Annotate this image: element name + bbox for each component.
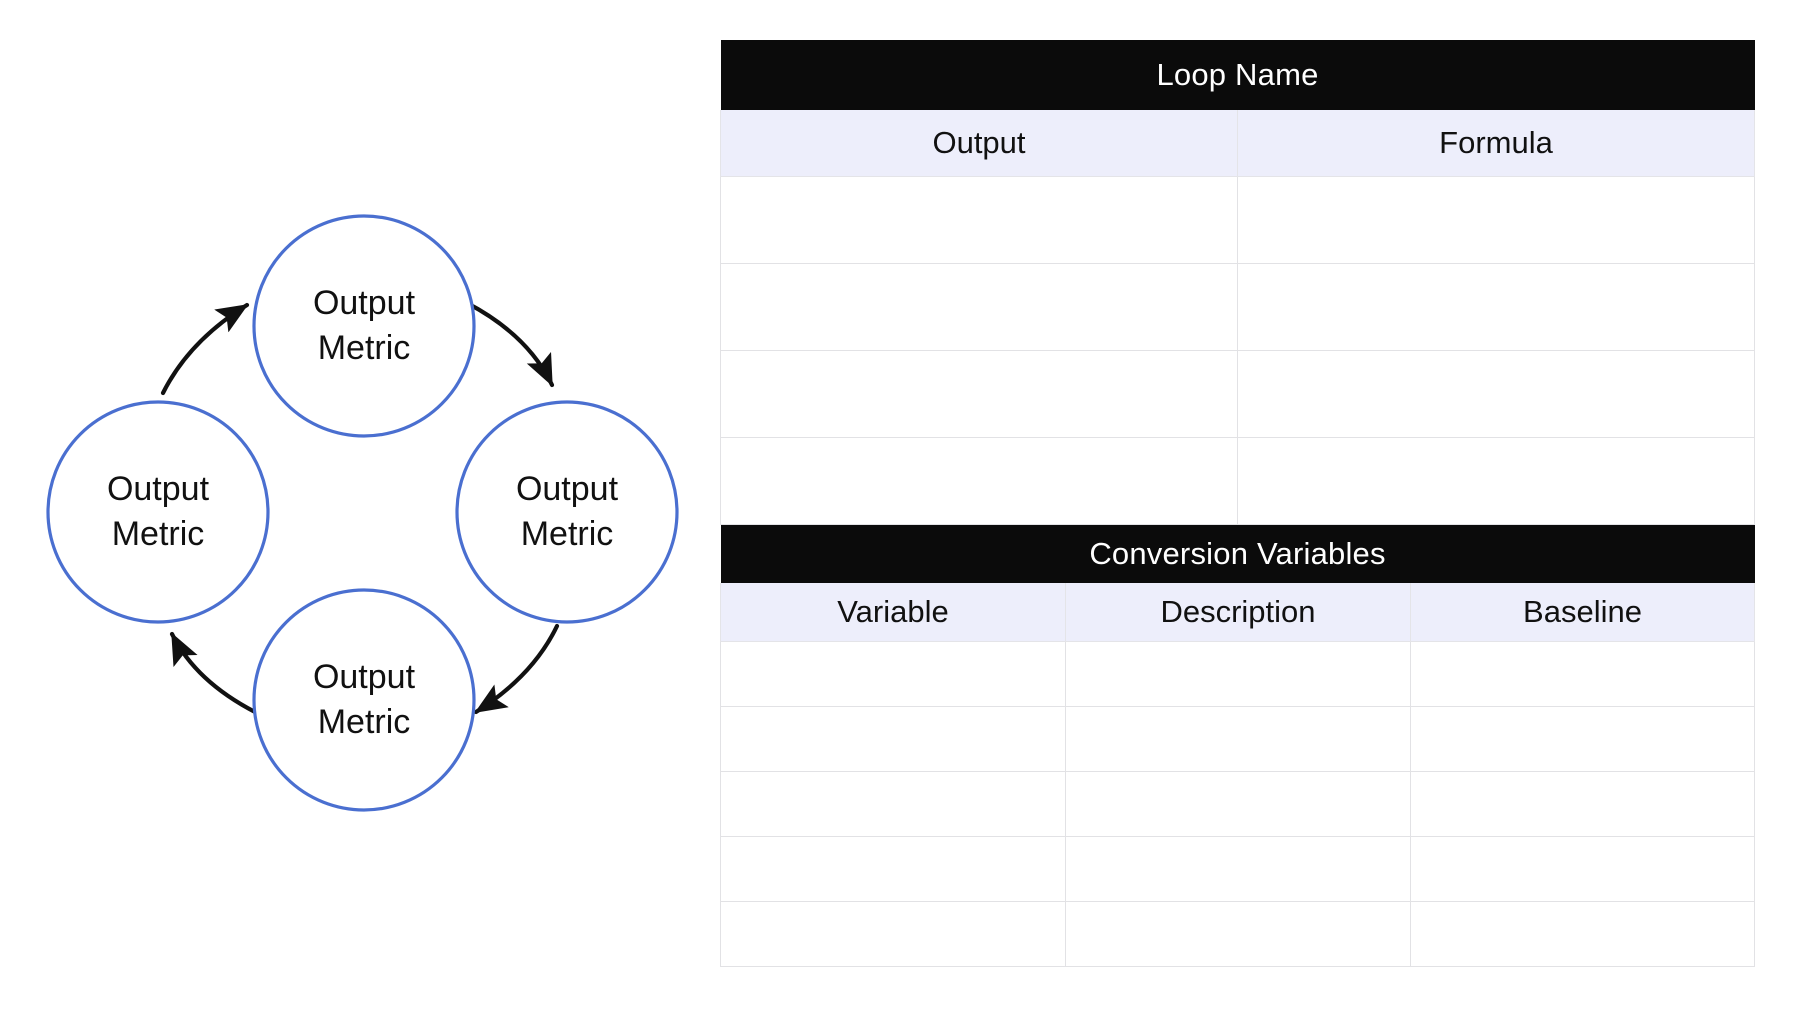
conversion-variables-cell-variable[interactable] [720,706,1066,772]
loop-name-column-output[interactable]: Output [720,110,1238,177]
loop-node-left-circle [46,400,270,624]
table-row[interactable] [720,706,1756,772]
conversion-variables-cell-description[interactable] [1065,901,1411,967]
conversion-variables-column-baseline[interactable]: Baseline [1409,583,1756,642]
loop-name-cell-formula[interactable] [1236,350,1756,438]
loop-name-cell-output[interactable] [720,437,1238,525]
conversion-variables-cell-baseline[interactable] [1409,641,1756,707]
loop-node-right-circle [455,400,679,624]
conversion-variables-cell-baseline[interactable] [1409,836,1756,902]
loop-name-header-row: Output Formula [720,110,1756,177]
conversion-variables-header-row: Variable Description Baseline [720,583,1756,642]
loop-node-top-circle [252,214,476,438]
table-row[interactable] [720,901,1756,967]
conversion-variables-cell-description[interactable] [1065,771,1411,837]
output-metric-loop-diagram: Output Metric Output Metric Output Metri… [0,0,700,1012]
arrow-left-to-top [160,302,250,396]
tables-panel: Loop Name Output Formula [720,0,1756,1012]
loop-node-top-label-line1: Output [313,284,416,322]
loop-name-cell-output[interactable] [720,176,1238,264]
conversion-variables-cell-description[interactable] [1065,641,1411,707]
loop-node-bottom-label-line2: Metric [318,703,411,741]
arrow-top-to-right [464,300,555,388]
conversion-variables-title: Conversion Variables [720,525,1755,583]
loop-name-cell-output[interactable] [720,263,1238,351]
loop-node-bottom-label-line1: Output [313,658,416,696]
conversion-variables-cell-baseline[interactable] [1409,771,1756,837]
loop-name-body [720,176,1756,525]
loop-name-table: Loop Name Output Formula [720,40,1756,525]
conversion-variables-cell-baseline[interactable] [1409,901,1756,967]
loop-name-cell-formula[interactable] [1236,437,1756,525]
conversion-variables-cell-variable[interactable] [720,836,1066,902]
table-row[interactable] [720,771,1756,837]
loop-name-cell-formula[interactable] [1236,176,1756,264]
conversion-variables-cell-variable[interactable] [720,771,1066,837]
loop-node-right[interactable]: Output Metric [455,400,679,624]
conversion-variables-cell-description[interactable] [1065,706,1411,772]
conversion-variables-title-row: Conversion Variables [720,525,1755,583]
conversion-variables-cell-baseline[interactable] [1409,706,1756,772]
loop-node-right-label-line2: Metric [521,515,614,553]
loop-node-top-label-line2: Metric [318,329,411,367]
loop-node-top[interactable]: Output Metric [252,214,476,438]
conversion-variables-cell-description[interactable] [1065,836,1411,902]
arrow-right-to-bottom [473,623,560,715]
conversion-variables-table: Conversion Variables Variable Descriptio… [720,525,1756,967]
conversion-variables-column-description[interactable]: Description [1065,583,1411,642]
table-row[interactable] [720,350,1756,438]
conversion-variables-cell-variable[interactable] [720,901,1066,967]
table-row[interactable] [720,641,1756,707]
table-row[interactable] [720,437,1756,525]
loop-name-title: Loop Name [720,40,1755,110]
loop-node-bottom-circle [252,588,476,812]
loop-name-title-row: Loop Name [720,40,1755,110]
loop-name-column-formula[interactable]: Formula [1236,110,1756,177]
loop-node-left[interactable]: Output Metric [46,400,270,624]
loop-diagram-svg: Output Metric Output Metric Output Metri… [46,214,679,812]
loop-node-left-label-line1: Output [107,470,210,508]
loop-node-left-label-line2: Metric [112,515,205,553]
table-row[interactable] [720,836,1756,902]
conversion-variables-body [720,641,1756,967]
loop-name-cell-formula[interactable] [1236,263,1756,351]
conversion-variables-cell-variable[interactable] [720,641,1066,707]
arrow-bottom-to-left [169,631,260,716]
loop-node-bottom[interactable]: Output Metric [252,588,476,812]
table-row[interactable] [720,176,1756,264]
table-row[interactable] [720,263,1756,351]
loop-arrows [160,300,560,716]
loop-name-cell-output[interactable] [720,350,1238,438]
conversion-variables-column-variable[interactable]: Variable [720,583,1066,642]
loop-node-right-label-line1: Output [516,470,619,508]
